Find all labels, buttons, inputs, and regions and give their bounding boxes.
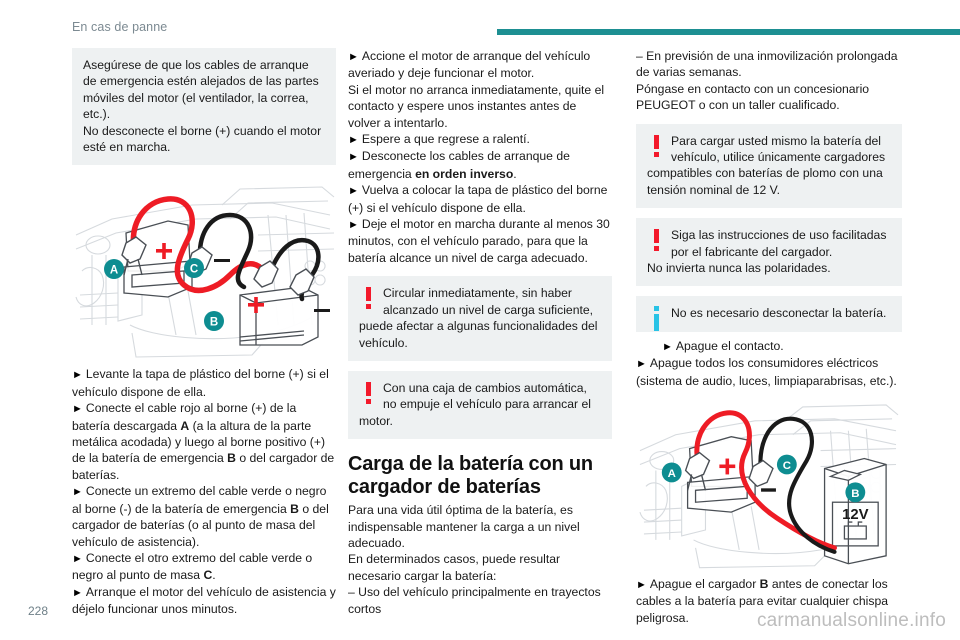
step-text: Arranque el motor del vehículo de asiste… [72,584,336,617]
warning-box-manufacturer-instructions-text: Siga las instrucciones de uso facilitada… [647,228,887,276]
warning-box-cables-text: Asegúrese de que los cables de arranque … [83,58,322,155]
column-1: Asegúrese de que los cables de arranque … [72,48,336,618]
info-box-no-disconnect: No es necesario desconectar la batería. [636,296,902,332]
step-item: ►Conecte un extremo del cable verde o ne… [72,483,336,550]
jump-start-diagram: A C B [72,175,336,360]
info-box-no-disconnect-text: No es necesario desconectar la batería. [671,306,887,321]
step-item: ►Desconecte los cables de arranque de em… [348,148,612,182]
arrow-icon: ► [348,219,359,232]
figure-label-a: A [110,265,118,277]
step-ref-b: B [759,576,769,591]
column-3: – En previsión de una inmovilización pro… [636,48,902,626]
step-text: Desconecte los cables de arranque de eme… [348,149,570,181]
info-icon [647,305,669,332]
step-item: ►Levante la tapa de plástico del borne (… [72,366,336,400]
figure-label-b: B [210,317,218,329]
step-text: o del cargador de baterías. [72,451,335,482]
emphasis-text: en orden inverso [415,166,514,181]
figure-label-c: C [190,264,198,276]
step-text: Espere a que regrese a ralentí. [361,132,530,147]
arrow-icon: ► [72,486,83,499]
arrow-icon: ► [348,151,359,164]
arrow-icon: ► [636,358,647,371]
column-2: ►Accione el motor de arranque del vehícu… [348,48,612,617]
warning-icon [647,133,669,165]
page-number: 228 [28,604,49,618]
warning-box-charge-level-text: Circular inmediatamente, sin haber alcan… [359,286,598,350]
step-text: Apague todos los consumidores eléctricos… [636,356,897,388]
arrow-icon: ► [72,552,83,565]
step-text: Apague el cargador [649,576,760,591]
battery-charger-diagram: 12V [636,399,900,570]
figure-label-c: C [783,460,791,472]
header-title: En cas de panne [72,20,168,34]
step-text: Apague el contacto. [675,338,784,353]
step-item: ►Conecte el cable rojo al borne (+) de l… [72,400,336,483]
step-ref-b: B [290,501,299,516]
page-header: En cas de panne [0,20,960,42]
warning-box-charger-compatibility-text: Para cargar usted mismo la batería del v… [647,133,886,197]
step-item: ►Espere a que regrese a ralentí. [348,131,612,148]
warning-box-automatic-gearbox: Con una caja de cambios automática, no e… [348,370,612,440]
figure-label-b: B [851,488,859,500]
step-text: Conecte el otro extremo del cable verde … [72,550,313,583]
paragraph: Para una vida útil óptima de la batería,… [348,503,580,550]
step-text: (a la altura de la parte metálica acodad… [72,418,326,466]
warning-icon [359,285,381,317]
step-item: ►Vuelva a colocar la tapa de plástico de… [348,182,612,216]
arrow-icon: ► [348,51,359,63]
list-item: – En previsión de una inmovilización pro… [636,49,898,80]
step-text: . [513,166,517,181]
warning-icon [647,227,669,259]
step-item: ►Deje el motor en marcha durante al meno… [348,216,612,266]
step-text: Conecte el cable rojo al borne (+) de la… [72,401,297,433]
warning-box-manufacturer-instructions: Siga las instrucciones de uso facilitada… [636,218,902,287]
step-text: Conecte un extremo del cable verde o neg… [72,484,327,516]
step-ref-b: B [227,451,236,466]
arrow-icon: ► [636,578,647,591]
step-text: . [212,568,216,583]
list-item: – Uso del vehículo principalmente en tra… [348,585,601,616]
figure-label-a: A [668,468,676,480]
header-rule [497,29,960,35]
step-item: ►Arranque el motor del vehículo de asist… [72,584,336,618]
paragraph: Póngase en contacto con un concesionario… [636,81,870,113]
step-item: ►Accione el motor de arranque del vehícu… [348,48,612,82]
step-text: Levante la tapa de plástico del borne (+… [72,367,329,399]
warning-box-charger-compatibility: Para cargar usted mismo la batería del v… [636,123,902,209]
step-text: antes de conectar los cables a la baterí… [636,576,889,625]
warning-box-charge-level: Circular inmediatamente, sin haber alcan… [348,276,612,361]
step-ref-a: A [180,418,190,433]
section-heading: Carga de la batería con un cargador de b… [348,453,593,499]
step-item: ►Apague el cargador B antes de conectar … [636,576,902,626]
arrow-icon: ► [662,340,673,353]
watermark: carmanualsonline.info [756,610,946,631]
arrow-icon: ► [72,586,83,599]
step-item: ►Conecte el otro extremo del cable verde… [72,550,336,584]
step-text: Deje el motor en marcha durante al menos… [348,217,610,265]
paragraph-text: Si el motor no arranca inmediatamente, q… [348,82,605,130]
step-item: ►Apague todos los consumidores eléctrico… [636,355,902,389]
paragraph: Si el motor no arranca inmediatamente, q… [348,82,612,131]
warning-box-automatic-gearbox-text: Con una caja de cambios automática, no e… [359,380,591,428]
step-text: o del cargador de baterías (o al punto d… [72,501,329,549]
warning-icon [359,380,381,412]
charger-voltage-label: 12V [842,507,869,523]
paragraph: En determinados casos, puede resultar ne… [348,552,561,583]
arrow-icon: ► [348,185,359,198]
step-text: Vuelva a colocar la tapa de plástico del… [348,183,608,215]
step-text: Accione el motor de arranque del vehícul… [348,49,591,81]
arrow-icon: ► [348,134,359,147]
step-item: ►Apague el contacto. [636,338,902,355]
arrow-icon: ► [72,403,83,416]
warning-box-cables: Asegúrese de que los cables de arranque … [72,48,336,166]
step-ref-c: C [203,568,213,583]
arrow-icon: ► [72,369,83,382]
